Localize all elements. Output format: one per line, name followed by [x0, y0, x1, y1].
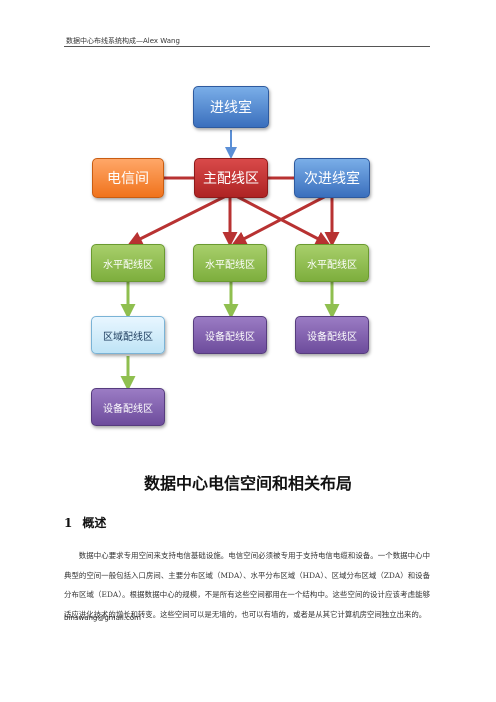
footer-email: binswang@gmail.com — [64, 614, 141, 622]
header-rule — [64, 46, 430, 47]
node-hda-1: 水平配线区 — [91, 244, 165, 282]
node-entrance-room: 进线室 — [193, 86, 269, 128]
node-eda-1: 设备配线区 — [91, 388, 165, 426]
node-secondary-entrance: 次进线室 — [294, 158, 370, 198]
page-header: 数据中心布线系统构成—Alex Wang — [66, 37, 180, 45]
node-zda: 区域配线区 — [91, 316, 165, 354]
node-eda-2: 设备配线区 — [193, 316, 267, 354]
section-title: 概述 — [82, 516, 107, 530]
node-hda-2: 水平配线区 — [193, 244, 267, 282]
section-heading: 1 概述 — [64, 514, 106, 531]
node-eda-3: 设备配线区 — [295, 316, 369, 354]
node-hda-3: 水平配线区 — [295, 244, 369, 282]
arrow-secondary-to-hda2 — [231, 194, 327, 246]
node-telecom-room: 电信间 — [92, 158, 164, 198]
section-number: 1 — [64, 516, 73, 530]
node-mda: 主配线区 — [194, 158, 268, 198]
arrow-mda-to-hda1 — [127, 194, 227, 246]
page-title: 数据中心电信空间和相关布局 — [143, 474, 352, 493]
overview-paragraph: 数据中心要求专用空间来支持电信基础设施。电信空间必须被专用于支持电信电缆和设备。… — [64, 551, 430, 619]
